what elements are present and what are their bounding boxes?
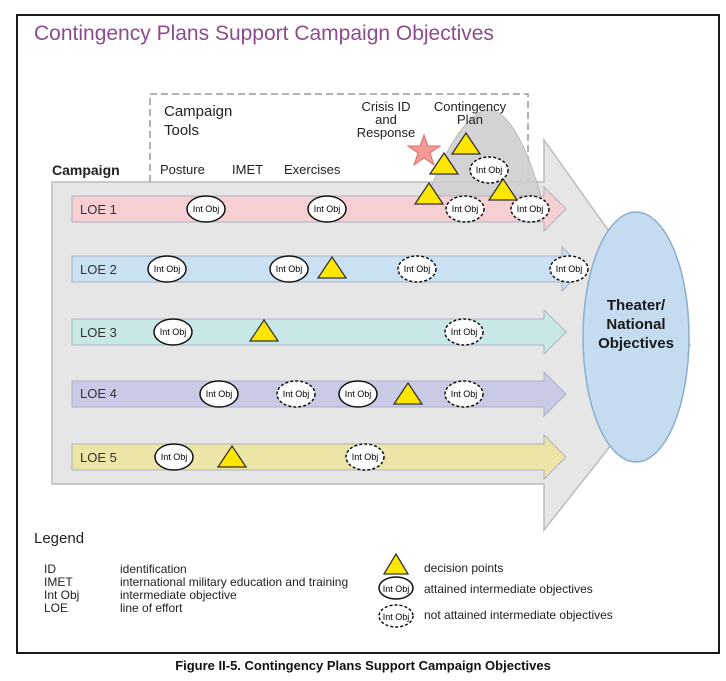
attained-objective-icon <box>199 380 239 408</box>
figure-caption: Figure II-5. Contingency Plans Support C… <box>175 658 551 673</box>
loe-1-label: LOE 1 <box>80 202 117 217</box>
objective-label: Int Obj <box>161 452 188 462</box>
objective-label: Int Obj <box>352 452 379 462</box>
theater-objectives-ellipse <box>582 211 690 463</box>
objective-label: Int Obj <box>276 264 303 274</box>
not-attained-objective-icon <box>444 380 484 408</box>
objective-label: Int Obj <box>476 165 503 175</box>
loe-5-arrow <box>71 433 567 481</box>
campaign-tools-heading-1: Campaign <box>164 103 233 120</box>
legend-attained-objective-icon <box>378 576 414 600</box>
not-attained-objective-icon <box>549 255 589 283</box>
loe-3-label: LOE 3 <box>80 325 117 340</box>
legend-def-imet: international military education and tra… <box>120 575 349 589</box>
legend-abbr-loe: LOE <box>44 601 69 615</box>
objective-label: Int Obj <box>314 204 341 214</box>
theater-line-1: Theater/ <box>606 297 666 314</box>
objective-label: Int Obj <box>451 327 478 337</box>
attained-objective-icon <box>154 443 194 471</box>
objective-label: Int Obj <box>517 204 544 214</box>
crisis-line-2: and <box>375 112 397 127</box>
loe-4-label: LOE 4 <box>80 386 117 401</box>
decision-point-icon <box>316 255 348 279</box>
not-attained-objective-icon <box>397 255 437 283</box>
legend-not-attained-text: not attained intermediate objectives <box>424 608 613 622</box>
decision-point-icon <box>428 151 460 175</box>
loe-4-arrow <box>71 370 567 418</box>
legend-heading: Legend <box>34 530 85 547</box>
decision-point-icon <box>248 318 280 342</box>
not-attained-objective-icon <box>510 195 550 223</box>
loe-5-label: LOE 5 <box>80 450 117 465</box>
legend-abbr-intobj: Int Obj <box>44 588 80 602</box>
attained-objective-icon <box>269 255 309 283</box>
legend-decision-point-triangle <box>382 552 410 575</box>
campaign-tools-heading-2: Tools <box>164 122 200 139</box>
decision-point-icon <box>413 181 445 205</box>
objective-label: Int Obj <box>206 389 233 399</box>
attained-objective-icon <box>147 255 187 283</box>
crisis-star-icon <box>406 133 442 167</box>
legend-def-intobj: intermediate objective <box>120 588 237 602</box>
not-attained-objective-icon <box>276 380 316 408</box>
decision-point-icon <box>392 381 424 405</box>
theater-line-2: National <box>606 316 666 333</box>
loe-3-arrow <box>71 308 567 356</box>
page-title: Contingency Plans Support Campaign Objec… <box>34 22 494 45</box>
tool-imet: IMET <box>232 162 264 177</box>
legend-def-id: identification <box>120 562 187 576</box>
contingency-line-1: Contingency <box>433 99 507 114</box>
theater-line-3: Objectives <box>598 335 674 352</box>
objective-label: Int Obj <box>404 264 431 274</box>
objective-label: Int Obj <box>451 389 478 399</box>
objective-label: Int Obj <box>160 327 187 337</box>
legend-abbr-id: ID <box>44 562 56 576</box>
decision-point-icon <box>216 444 248 468</box>
not-attained-objective-icon <box>469 156 509 184</box>
campaign-label: Campaign <box>52 162 120 178</box>
loe-2-label: LOE 2 <box>80 262 117 277</box>
attained-objective-icon <box>338 380 378 408</box>
not-attained-objective-icon <box>345 443 385 471</box>
tool-exercises: Exercises <box>284 162 341 177</box>
contingency-line-2: Plan <box>456 112 484 127</box>
legend-attained-objective-text: Int Obj <box>383 584 410 594</box>
legend-abbr-imet: IMET <box>44 575 73 589</box>
decision-point-icon <box>450 131 482 155</box>
attained-objective-icon <box>186 195 226 223</box>
legend-def-loe: line of effort <box>120 601 183 615</box>
objective-label: Int Obj <box>154 264 181 274</box>
attained-objective-icon <box>307 195 347 223</box>
campaign-tools-box <box>149 93 529 182</box>
crisis-line-1: Crisis ID <box>361 99 411 114</box>
not-attained-objective-icon <box>444 318 484 346</box>
legend-decision-points-text: decision points <box>424 561 504 575</box>
attained-objective-icon <box>153 318 193 346</box>
crisis-line-3: Response <box>356 125 416 140</box>
tool-posture: Posture <box>160 162 205 177</box>
objective-label: Int Obj <box>556 264 583 274</box>
objective-label: Int Obj <box>193 204 220 214</box>
decision-point-icon <box>487 177 519 201</box>
legend-attained-text: attained intermediate objectives <box>424 582 593 596</box>
not-attained-objective-icon <box>445 195 485 223</box>
legend-not-attained-objective-icon <box>378 604 414 628</box>
theater-objectives-label: Theater/ National Objectives <box>584 296 688 353</box>
objective-label: Int Obj <box>452 204 479 214</box>
objective-label: Int Obj <box>283 389 310 399</box>
objective-label: Int Obj <box>345 389 372 399</box>
legend-not-attained-objective-text: Int Obj <box>383 612 410 622</box>
